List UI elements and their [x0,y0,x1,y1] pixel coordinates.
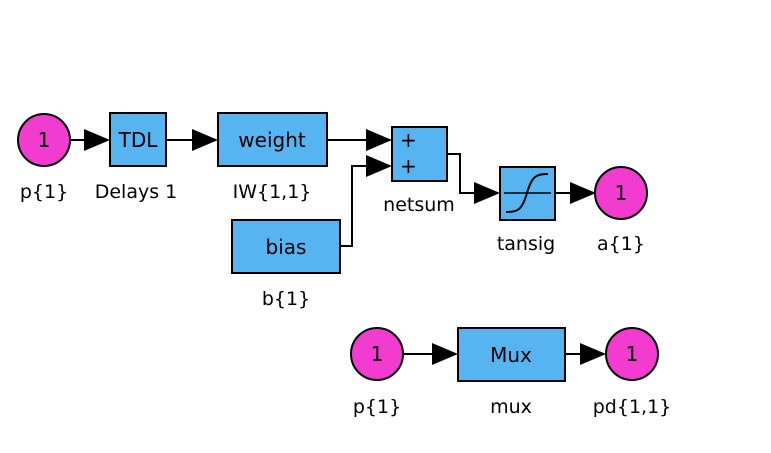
mux-block[interactable]: Mux [457,327,566,382]
netsum-rect [391,126,448,182]
arrowhead-tansig-in [474,182,500,204]
port-circle [605,327,659,381]
arrowhead-mux-in [432,343,458,365]
port-number: 1 [626,342,639,366]
mux-text: Mux [490,343,532,367]
netsum-block[interactable]: + + [391,126,448,182]
arrowhead-weight-in [192,129,218,151]
wires [70,139,588,355]
port-number: 1 [371,342,384,366]
netsum-plus-2: + [400,154,417,178]
input-port-p-label: p{1} [20,181,68,203]
arrowheads [84,129,606,365]
arrowhead-netsum-in-2 [366,155,392,177]
output-port-pd[interactable]: 1 [605,327,659,381]
arrowhead-tdl-in [84,129,110,151]
wire-bias-to-netsum [340,165,373,247]
netsum-block-label: netsum [383,194,455,216]
netsum-plus-1: + [400,128,417,152]
tdl-rect [109,112,167,167]
arrowhead-a-in [570,182,596,204]
tdl-block[interactable]: TDL [109,112,167,167]
wire-netsum-to-tansig [447,153,482,194]
weight-block-label: IW{1,1} [233,181,312,203]
bias-block-label: b{1} [262,288,310,310]
weight-text: weight [238,128,306,152]
weight-rect [217,112,328,167]
output-port-a[interactable]: 1 [594,166,648,220]
input-port-p[interactable]: 1 [17,113,71,167]
arrowhead-pd-in [580,343,606,365]
input-port-p-2[interactable]: 1 [350,327,404,381]
tansig-curve-icon [505,173,549,213]
port-circle [350,327,404,381]
arrowhead-netsum-in-1 [366,129,392,151]
mux-block-label: mux [490,396,532,418]
bias-text: bias [266,235,307,259]
tansig-block-label: tansig [497,233,555,255]
bias-block[interactable]: bias [231,219,341,274]
tansig-block[interactable] [499,166,556,221]
output-port-pd-label: pd{1,1} [593,396,672,418]
port-number: 1 [38,128,51,152]
weight-block[interactable]: weight [217,112,328,167]
input-port-p-2-label: p{1} [353,396,401,418]
mux-rect [457,327,566,382]
port-circle [594,166,648,220]
bias-rect [231,219,341,274]
tdl-block-label: Delays 1 [95,181,178,203]
tdl-text: TDL [118,128,159,152]
output-port-a-label: a{1} [597,233,645,255]
port-circle [17,113,71,167]
port-number: 1 [615,181,628,205]
